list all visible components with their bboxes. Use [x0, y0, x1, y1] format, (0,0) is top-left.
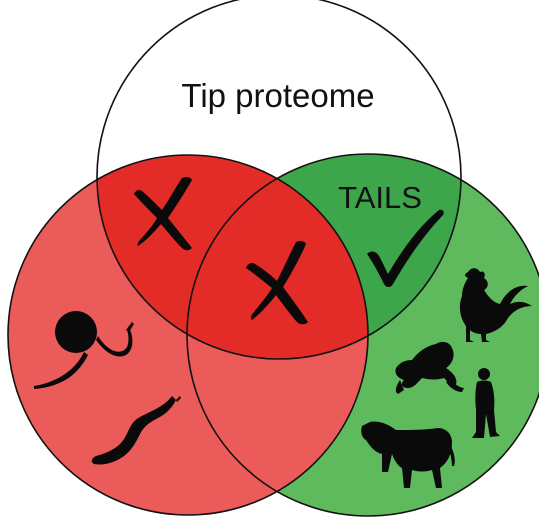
tails-label: TAILS: [338, 180, 422, 215]
tip-proteome-label: Tip proteome: [181, 77, 374, 114]
